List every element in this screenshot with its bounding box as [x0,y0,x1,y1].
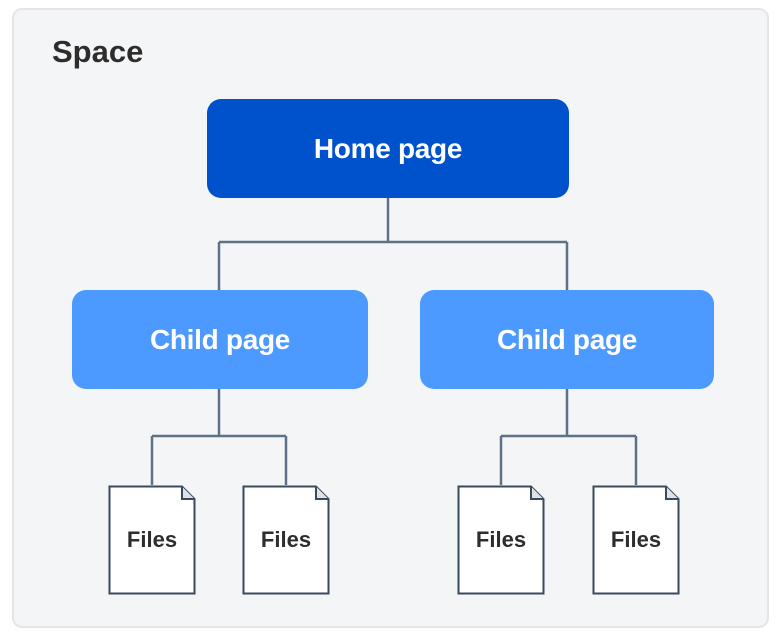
file-label: Files [610,527,662,552]
file-icon [457,485,545,595]
child-page-label: Child page [496,323,638,355]
file-node-2[interactable]: Files [242,485,330,595]
file-node-1[interactable]: Files [108,485,196,595]
file-icon [108,485,196,595]
child-page-node-right[interactable]: Child page [420,290,714,389]
file-icon [242,485,330,595]
file-label: Files [475,527,527,552]
file-label: Files [126,527,178,552]
home-page-label: Home page [313,132,463,164]
file-node-3[interactable]: Files [457,485,545,595]
file-icon [592,485,680,595]
home-page-node[interactable]: Home page [207,99,569,198]
space-title: Space [52,34,144,69]
child-page-label: Child page [149,323,291,355]
file-node-4[interactable]: Files [592,485,680,595]
child-page-node-left[interactable]: Child page [72,290,368,389]
file-label: Files [260,527,312,552]
